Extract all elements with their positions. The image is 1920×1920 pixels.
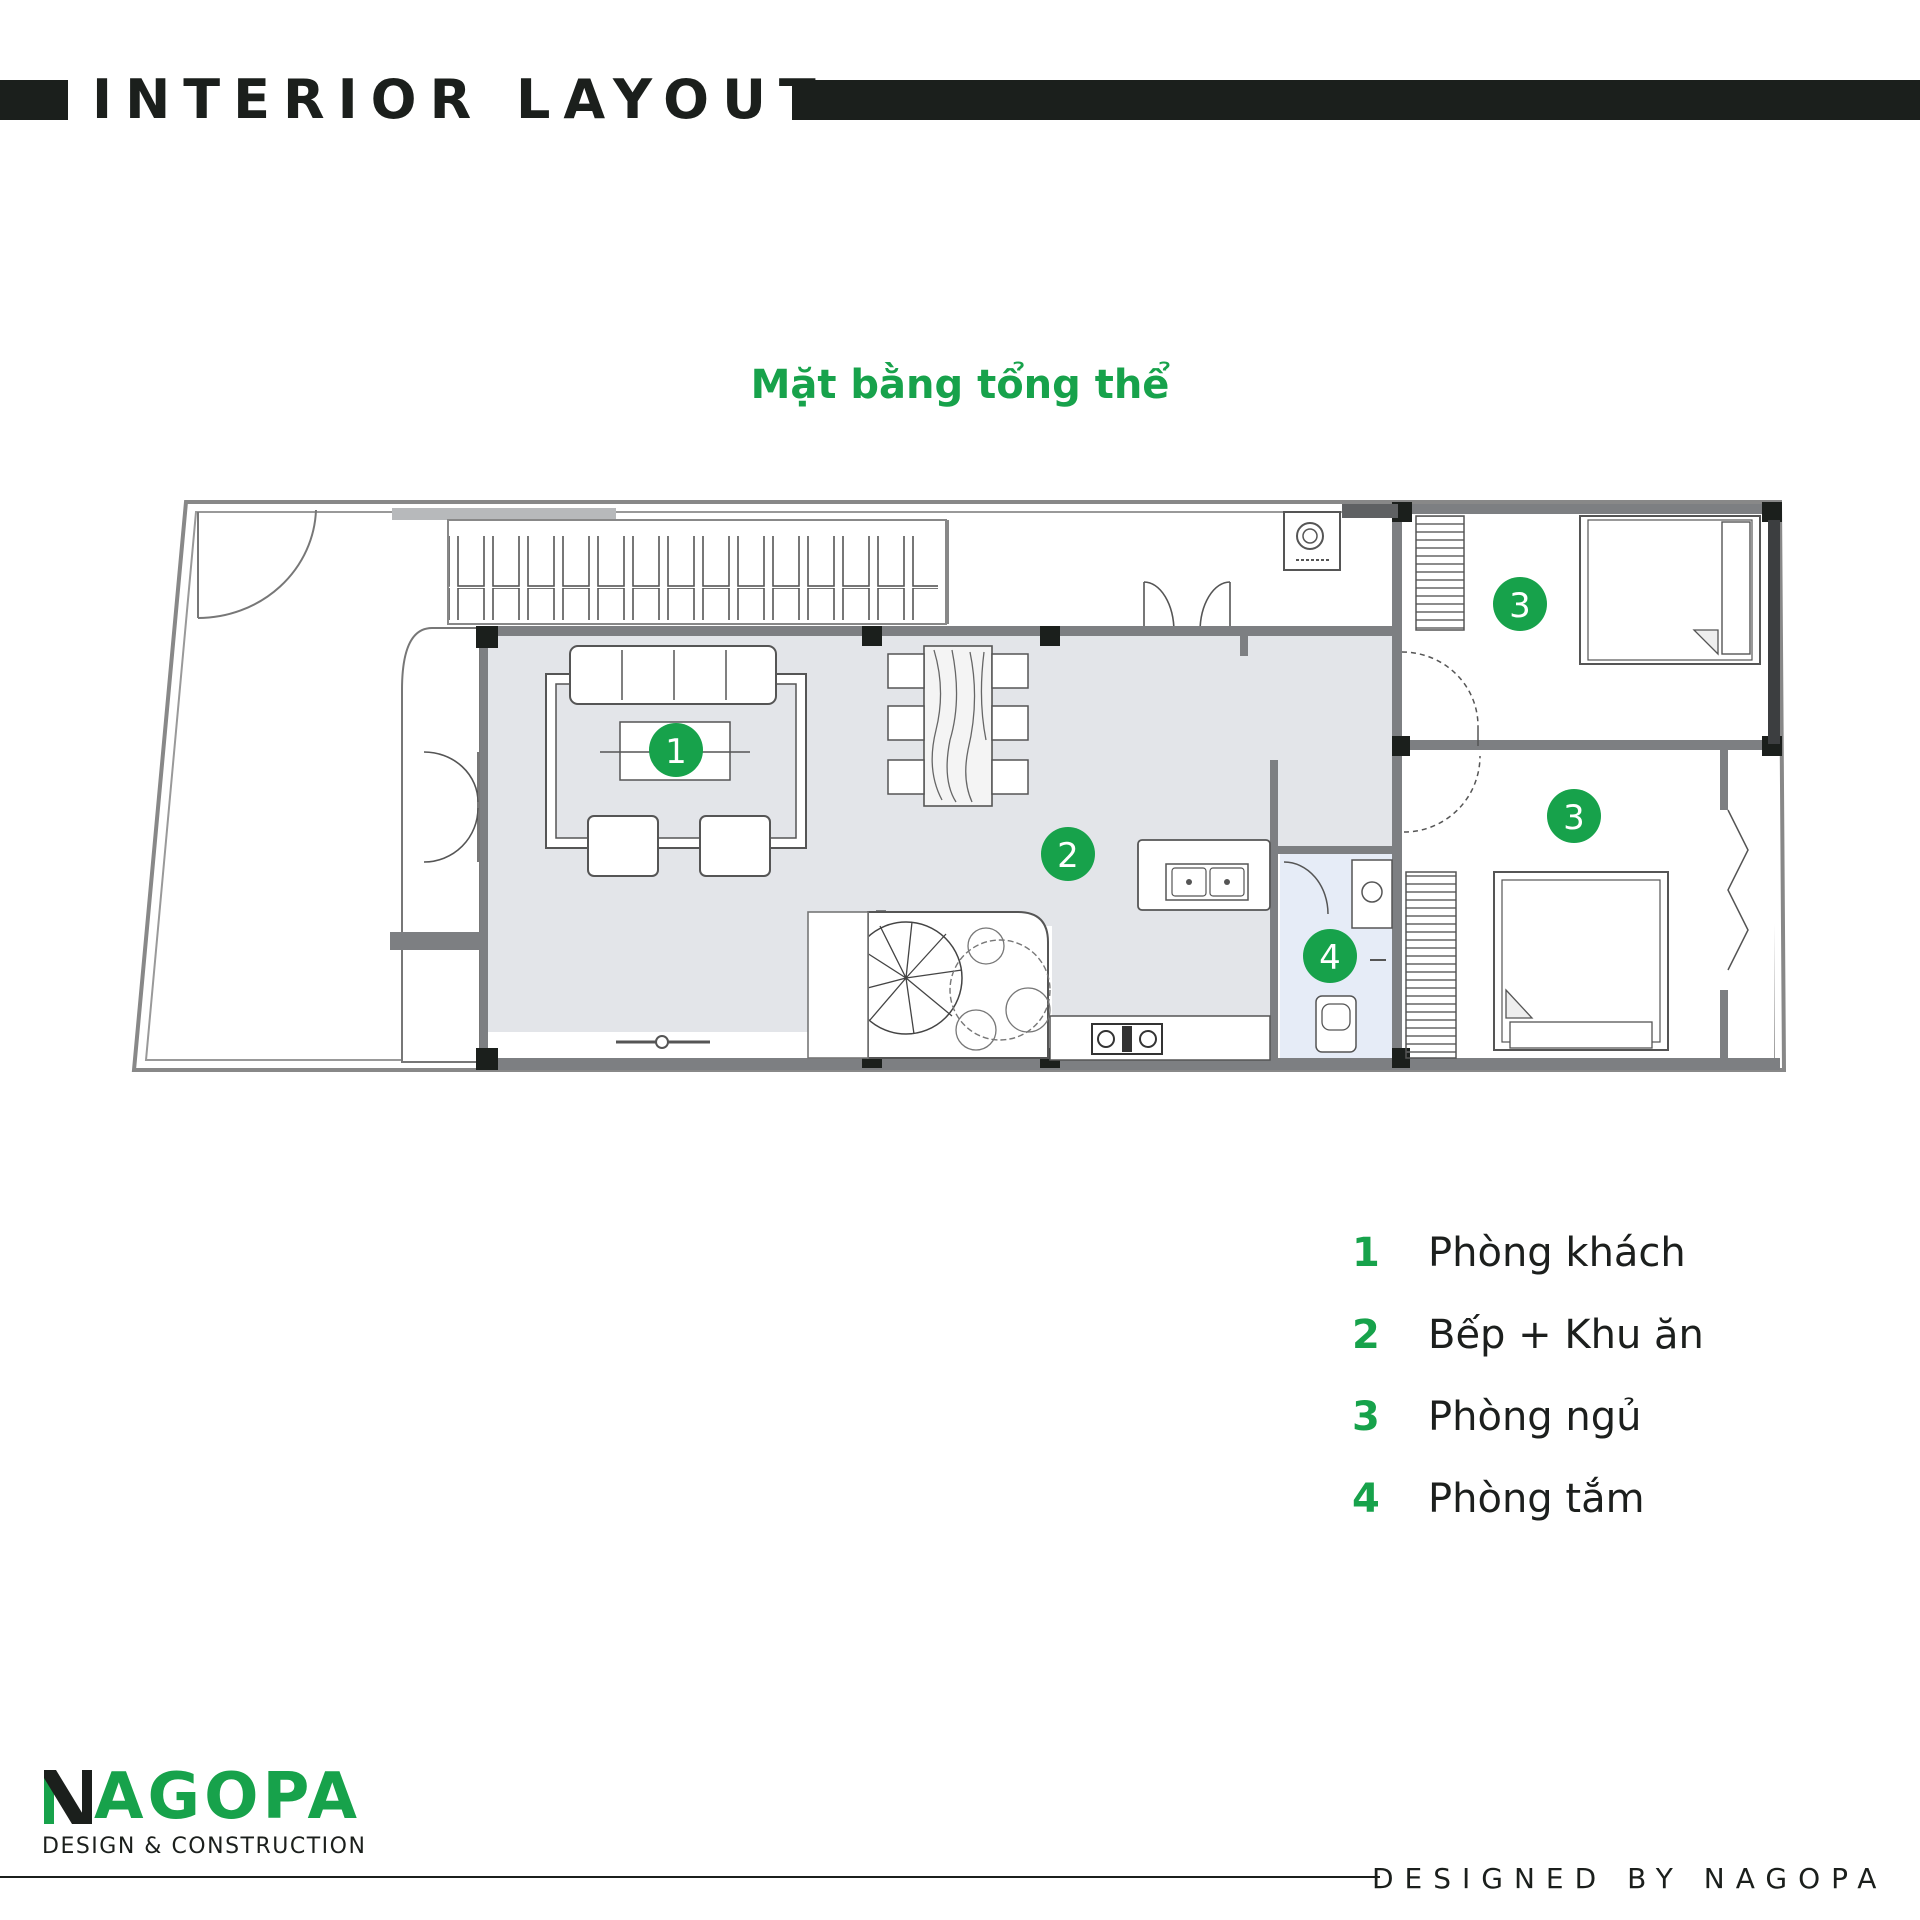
logo-n-mark-icon	[44, 1770, 92, 1824]
plan-title: Mặt bằng tổng thể	[750, 362, 1170, 408]
walls	[390, 504, 1780, 1070]
floor-plan: 1 2 3 3 4	[131, 500, 1787, 1072]
bedroom-1-furniture	[1401, 515, 1761, 746]
legend-label: Phòng ngủ	[1428, 1394, 1642, 1440]
cooktop	[1049, 1015, 1271, 1061]
tv-console	[616, 1035, 710, 1049]
logo-wordmark-rest: AGOPA	[94, 1760, 362, 1834]
legend-number: 3	[1352, 1394, 1380, 1440]
room-marker-living: 1	[649, 723, 703, 777]
back-door	[1143, 581, 1231, 633]
footer-line	[0, 1876, 1380, 1878]
room-marker-bathroom: 4	[1303, 929, 1357, 983]
legend: 1 Phòng khách 2 Bếp + Khu ăn 3 Phòng ngủ…	[1352, 1212, 1704, 1540]
logo-wordmark: AGOPA	[42, 1764, 366, 1830]
room-marker-bedroom-1: 3	[1493, 577, 1547, 631]
gate-swing	[197, 509, 317, 619]
footer-credit: DESIGNED BY NAGOPA	[1372, 1862, 1888, 1895]
kitchen-island	[1137, 839, 1271, 911]
header-bar-right	[792, 80, 1920, 120]
washing-machine-icon	[1283, 511, 1341, 571]
legend-item: 4 Phòng tắm	[1352, 1458, 1704, 1540]
svg-text:3: 3	[1563, 798, 1585, 838]
bedroom-2-furniture	[1403, 755, 1749, 1059]
svg-text:2: 2	[1057, 836, 1079, 876]
svg-text:4: 4	[1319, 938, 1341, 978]
room-marker-kitchen: 2	[1041, 827, 1095, 881]
legend-label: Bếp + Khu ăn	[1428, 1312, 1704, 1358]
bathroom-fixtures	[1283, 859, 1393, 1053]
living-side-door	[423, 751, 479, 863]
wall-columns	[476, 502, 1782, 1070]
room-marker-bedroom-2: 3	[1547, 789, 1601, 843]
dining-table	[887, 645, 1029, 807]
legend-number: 4	[1352, 1476, 1380, 1522]
legend-item: 3 Phòng ngủ	[1352, 1376, 1704, 1458]
legend-number: 2	[1352, 1312, 1380, 1358]
legend-label: Phòng tắm	[1428, 1476, 1645, 1522]
legend-item: 2 Bếp + Khu ăn	[1352, 1294, 1704, 1376]
legend-item: 1 Phòng khách	[1352, 1212, 1704, 1294]
light-well	[849, 911, 1051, 1059]
header-bar-left	[0, 80, 68, 120]
stair-storage	[807, 911, 869, 1059]
front-stairs	[448, 536, 938, 620]
svg-text:1: 1	[665, 732, 687, 772]
legend-label: Phòng khách	[1428, 1230, 1686, 1276]
page-title: INTERIOR LAYOUT	[92, 68, 829, 131]
svg-text:3: 3	[1509, 586, 1531, 626]
legend-number: 1	[1352, 1230, 1380, 1276]
logo-tagline: DESIGN & CONSTRUCTION	[42, 1834, 367, 1859]
side-corridor	[401, 627, 481, 1063]
brand-logo: AGOPA DESIGN & CONSTRUCTION	[42, 1764, 366, 1859]
